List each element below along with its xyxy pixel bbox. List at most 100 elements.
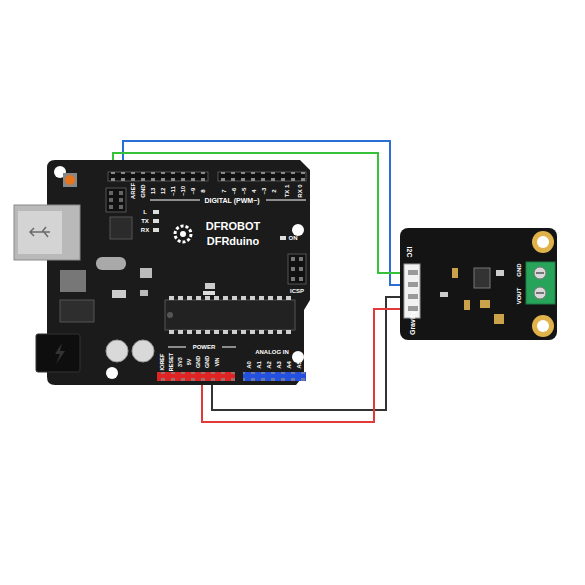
pin-label: 12: [160, 188, 166, 195]
board-label: DIGITAL (PWM~): [204, 197, 259, 204]
board-part: [119, 205, 123, 209]
board-label: TX: [141, 218, 149, 224]
regulator: [60, 270, 86, 292]
board-part: [106, 188, 126, 212]
board-part: [291, 267, 295, 271]
pin-label: 4: [251, 189, 257, 192]
microcontroller: [165, 300, 295, 330]
board-part: [119, 191, 123, 195]
screw-slot: [536, 273, 544, 293]
board-label: RX: [141, 227, 149, 233]
connector-pins: [408, 270, 418, 311]
pin-label: A1: [256, 361, 262, 369]
divider-line: [150, 200, 200, 201]
pin-label: ~3: [261, 188, 267, 195]
sensor-module: I2C Gravity: [400, 228, 557, 340]
brand-text: DFROBOT: [206, 221, 260, 232]
board-part: [408, 294, 418, 299]
module-text: I2C: [406, 247, 413, 258]
module-text: Gravity: [409, 311, 416, 335]
fuse: [112, 290, 126, 298]
brand-text: DFRduino: [207, 236, 260, 247]
usb-jack: [14, 205, 80, 260]
gravity-connector: [404, 264, 420, 318]
pin-label: VIN: [215, 357, 221, 366]
pin-label: 13: [150, 188, 156, 195]
small-part: [205, 283, 215, 289]
pin-label: AREF: [130, 183, 136, 199]
board-part: [109, 198, 113, 202]
pin-label: ~5: [241, 188, 247, 195]
mount-hole: [537, 320, 549, 332]
arduino-board: [47, 160, 310, 385]
board-part: [408, 306, 418, 311]
icsp-header: [288, 254, 306, 284]
capacitor: [132, 340, 154, 362]
pin-label: GND: [205, 356, 211, 368]
pin-label: 5V: [187, 359, 193, 366]
reset-button: [63, 173, 77, 187]
pin-label: TX 1: [284, 185, 290, 198]
pin-label: RESET: [169, 353, 175, 371]
board-label: POWER: [193, 344, 216, 350]
board-part: [288, 254, 306, 284]
pin-label: A3: [276, 361, 282, 369]
module-chip: [474, 268, 490, 288]
board-label: ICSP: [290, 288, 304, 294]
usb-chip: [110, 217, 132, 239]
chip-notch: [167, 312, 173, 318]
oval-pad: [203, 291, 215, 295]
logo-gear: [175, 226, 191, 242]
wire: [113, 153, 400, 273]
power-header-pins: [157, 372, 235, 381]
pin-label: GND: [196, 356, 202, 368]
board-part: [408, 282, 418, 287]
board-label: ANALOG IN: [255, 349, 289, 355]
logo-gear-hub: [180, 231, 186, 237]
power-header: [157, 372, 235, 381]
board-part: [408, 270, 418, 275]
board-part: [299, 277, 303, 281]
board-label: L: [143, 209, 147, 215]
icsp-header-small: [106, 188, 126, 212]
led: [153, 210, 159, 214]
mount-hole: [292, 224, 304, 236]
wire: [212, 297, 400, 410]
wire: [202, 309, 400, 422]
smd-part: [464, 300, 470, 310]
smd-part: [494, 314, 504, 324]
wire: [123, 141, 400, 285]
pin-label: ~11: [170, 186, 176, 196]
pin-label: A2: [266, 361, 272, 369]
board-part: [109, 205, 113, 209]
digital-header-pins: [108, 172, 208, 181]
board-label: ON: [289, 235, 298, 241]
board-part: [291, 277, 295, 281]
board-part: [119, 198, 123, 202]
smd-part: [496, 270, 504, 276]
smd-part: [480, 300, 490, 308]
pin-label: A4: [286, 361, 292, 369]
digital-header: [218, 172, 306, 181]
smd-part: [452, 268, 458, 278]
digital-header-pins: [218, 172, 306, 181]
pin-label: 8: [200, 189, 206, 192]
bolt-icon: [55, 343, 65, 364]
mount-hole: [532, 315, 554, 337]
regulator-tab: [60, 300, 94, 322]
analog-header-pins: [243, 372, 306, 381]
board-part: [299, 267, 303, 271]
analog-header: [243, 372, 306, 381]
pin-label: 7: [221, 189, 227, 192]
usb-inner: [18, 211, 62, 254]
sensor-module: [400, 228, 557, 340]
pin-label: GND: [140, 184, 146, 197]
capacitor: [106, 340, 128, 362]
pin-label: A0: [246, 361, 252, 369]
pin-label: IOREF: [160, 354, 166, 371]
mount-hole: [106, 367, 118, 379]
pin-label: ~9: [190, 188, 196, 195]
pin-label: RX 0: [297, 184, 303, 197]
pin-label: ~10: [180, 186, 186, 196]
